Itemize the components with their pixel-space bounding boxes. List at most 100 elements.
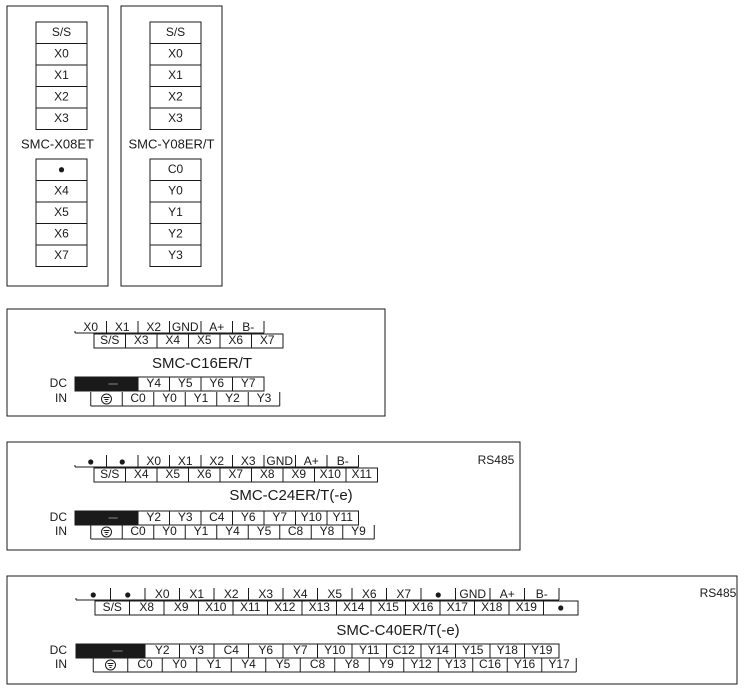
c40-power-in-minus-label: IN - xyxy=(122,643,141,657)
c40-row2-terminal: X11 xyxy=(240,600,261,614)
c40-row2-terminal: X16 xyxy=(412,600,434,614)
c16-power-plus-label: + 24V xyxy=(75,376,107,390)
c24-row4-terminal: Y9 xyxy=(351,524,366,538)
c40-row3-terminal: Y10 xyxy=(324,643,346,657)
c16-dc-label: DC xyxy=(50,376,68,390)
c24-row1-terminal: X2 xyxy=(209,454,224,468)
c40-row2-terminal: X9 xyxy=(174,600,189,614)
c16-row1-terminal: A+ xyxy=(209,320,224,334)
c24-row3-terminal: C4 xyxy=(209,510,225,524)
c40-row1-terminal: X0 xyxy=(155,587,170,601)
c24-board-frame xyxy=(6,441,521,551)
c24-board-name: SMC-C24ER/T(-e) xyxy=(229,487,352,504)
c16-board-name: SMC-C16ER/T xyxy=(152,355,252,372)
c40-row1-terminal: X7 xyxy=(396,587,411,601)
c40-board-frame xyxy=(6,575,738,685)
c40-row4-terminal: Y17 xyxy=(548,657,570,671)
c40-row4-terminal: Y0 xyxy=(172,657,187,671)
c40-row1-terminal: X6 xyxy=(362,587,377,601)
c16-row1-terminal: X0 xyxy=(83,320,98,334)
c24-rs485-label: RS485 xyxy=(478,453,515,467)
c16-row2-terminal: X3 xyxy=(134,333,149,347)
y08-top-terminal: X3 xyxy=(168,111,183,125)
x08-bottom-terminal-block xyxy=(35,158,88,267)
c16-row4-terminal: Y1 xyxy=(194,391,209,405)
y08-bottom-terminal: Y0 xyxy=(168,183,183,197)
c16-row1-terminal: GND xyxy=(172,320,199,334)
c24-row3-terminal: Y3 xyxy=(178,510,193,524)
c24-row3-terminal: Y6 xyxy=(241,510,256,524)
c40-row2-terminal: X12 xyxy=(274,600,296,614)
c24-row3-terminal: Y7 xyxy=(272,510,287,524)
c40-row3-terminal: Y6 xyxy=(258,643,273,657)
c40-row3-terminal: Y18 xyxy=(497,643,519,657)
c16-row2-terminal: X6 xyxy=(228,333,243,347)
c16-row2-terminal: X7 xyxy=(260,333,275,347)
c40-row4-terminal: Y1 xyxy=(207,657,222,671)
y08-top-terminal-block xyxy=(149,21,202,130)
c40-row4-terminal-ground-icon xyxy=(105,659,116,671)
c24-row1-terminal-dot xyxy=(119,459,125,465)
c16-row3-terminal: Y4 xyxy=(146,376,161,390)
c24-dc-label: DC xyxy=(50,510,68,524)
c24-row1-terminal: X0 xyxy=(146,454,161,468)
c40-row3-terminal: Y7 xyxy=(293,643,308,657)
c24-row2-terminal: X7 xyxy=(228,467,243,481)
x08-module-frame xyxy=(6,5,109,287)
c24-power-in-minus-label: IN - xyxy=(117,510,136,524)
c16-row1-terminal: X1 xyxy=(115,320,130,334)
c40-row2-terminal-dot xyxy=(558,605,564,611)
c16-row4-terminal: C0 xyxy=(130,391,146,405)
c40-power-plus-label: + 24V xyxy=(77,643,109,657)
c24-row4-terminal: Y5 xyxy=(257,524,272,538)
c24-in-label: IN xyxy=(55,524,67,538)
x08-bottom-terminal: X4 xyxy=(54,183,69,197)
c40-row1-terminal: X4 xyxy=(293,587,308,601)
c40-row1-terminal: X2 xyxy=(224,587,239,601)
c24-row2-terminal: X4 xyxy=(134,467,149,481)
c16-row2-terminal: X5 xyxy=(197,333,212,347)
c40-row1-terminal-dot xyxy=(90,592,96,598)
c16-row4-terminal: Y2 xyxy=(225,391,240,405)
c40-row3-terminal: C4 xyxy=(224,643,240,657)
c40-row1-terminal-dot xyxy=(125,592,131,598)
c40-row4-terminal: C16 xyxy=(479,657,501,671)
c40-row1-terminal: B- xyxy=(536,587,548,601)
c40-rs485-label: RS485 xyxy=(700,586,737,600)
c40-row3-terminal: Y3 xyxy=(189,643,204,657)
c40-row2-terminal: S/S xyxy=(103,600,122,614)
c40-row1-terminal: A+ xyxy=(500,587,515,601)
y08-module-frame xyxy=(120,5,223,287)
c40-row4-terminal: C8 xyxy=(310,657,326,671)
c40-row1-terminal-dot xyxy=(435,592,441,598)
c40-row1-terminal: X5 xyxy=(327,587,342,601)
c24-row4-terminal: Y4 xyxy=(225,524,240,538)
c40-in-label: IN xyxy=(55,657,67,671)
c40-row3-terminal: Y19 xyxy=(531,643,553,657)
y08-top-terminal: S/S xyxy=(166,25,185,39)
x08-bottom-terminal-dot xyxy=(58,167,65,173)
x08-bottom-terminal: X6 xyxy=(54,226,69,240)
c24-power-plus-label: + 24V xyxy=(75,510,107,524)
c16-row4-terminal: Y3 xyxy=(257,391,272,405)
y08-top-terminal: X2 xyxy=(168,89,183,103)
c40-row2-terminal: X19 xyxy=(516,600,538,614)
c40-row3-terminal: Y15 xyxy=(462,643,484,657)
x08-bottom-terminal: X5 xyxy=(54,205,69,219)
c16-row2-terminal: S/S xyxy=(100,333,119,347)
c40-row4-terminal: C0 xyxy=(137,657,153,671)
c40-row4-terminal: Y4 xyxy=(241,657,256,671)
c16-row2-terminal: X4 xyxy=(165,333,180,347)
c24-row2-terminal: S/S xyxy=(100,467,119,481)
c40-dc-label: DC xyxy=(50,643,68,657)
c40-row2-terminal: X18 xyxy=(481,600,503,614)
c40-row4-terminal: Y16 xyxy=(514,657,536,671)
x08-top-terminal: X3 xyxy=(54,111,69,125)
y08-module-name: SMC-Y08ER/T xyxy=(129,136,215,151)
y08-bottom-terminal: C0 xyxy=(168,162,184,176)
c24-row4-terminal-ground-icon xyxy=(101,526,112,538)
c24-row1-terminal: GND xyxy=(266,454,293,468)
c40-row2-terminal: X8 xyxy=(139,600,154,614)
c16-row4-terminal-ground-icon xyxy=(101,393,112,405)
c16-row1-terminal: X2 xyxy=(146,320,161,334)
